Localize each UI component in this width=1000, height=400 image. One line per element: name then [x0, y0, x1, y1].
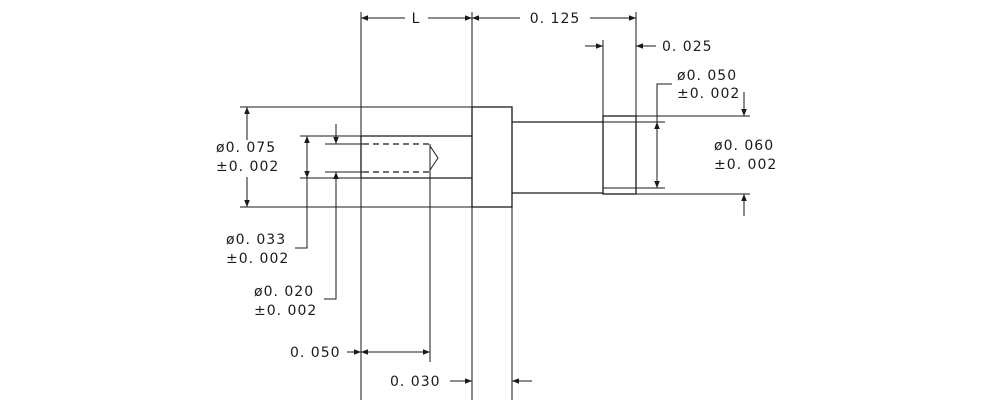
collar-diameter-tolerance: ±0. 002 [677, 86, 740, 102]
dim-flange-width: 0. 030 [390, 374, 532, 390]
head-diameter-label: ø0. 060 [714, 138, 774, 154]
head-diameter-tolerance: ±0. 002 [714, 157, 777, 173]
bore-outer-diameter-label: ø0. 033 [226, 232, 286, 248]
dim-bore-depth: 0. 050 [290, 345, 430, 361]
collar-width-label: 0. 025 [662, 39, 713, 55]
bore-diameter-tolerance: ±0. 002 [254, 303, 317, 319]
bore-depth-label: 0. 050 [290, 345, 341, 361]
overall-length-label: 0. 125 [530, 11, 581, 27]
dim-length: L [361, 11, 472, 27]
dim-head-diameter: ø0. 060 ±0. 002 [714, 92, 777, 216]
dim-collar-diameter: ø0. 050 ±0. 002 [654, 68, 740, 188]
dim-bore-diameter: ø0. 020 ±0. 002 [254, 124, 339, 319]
dim-body-diameter: ø0. 075 ±0. 002 [216, 107, 279, 207]
length-label: L [412, 11, 421, 27]
bore-diameter-label: ø0. 020 [254, 284, 314, 300]
body-diameter-label: ø0. 075 [216, 140, 276, 156]
hidden-bore [363, 143, 439, 173]
part-outline [360, 106, 637, 208]
collar-diameter-label: ø0. 050 [677, 68, 737, 84]
bore-outer-diameter-tolerance: ±0. 002 [226, 251, 289, 267]
dim-bore-outer-diameter: ø0. 033 ±0. 002 [226, 136, 310, 267]
dim-overall: 0. 125 [472, 11, 636, 27]
dim-collar-width: 0. 025 [585, 39, 713, 55]
extension-lines [240, 12, 750, 400]
flange-width-label: 0. 030 [390, 374, 441, 390]
body-diameter-tolerance: ±0. 002 [216, 159, 279, 175]
